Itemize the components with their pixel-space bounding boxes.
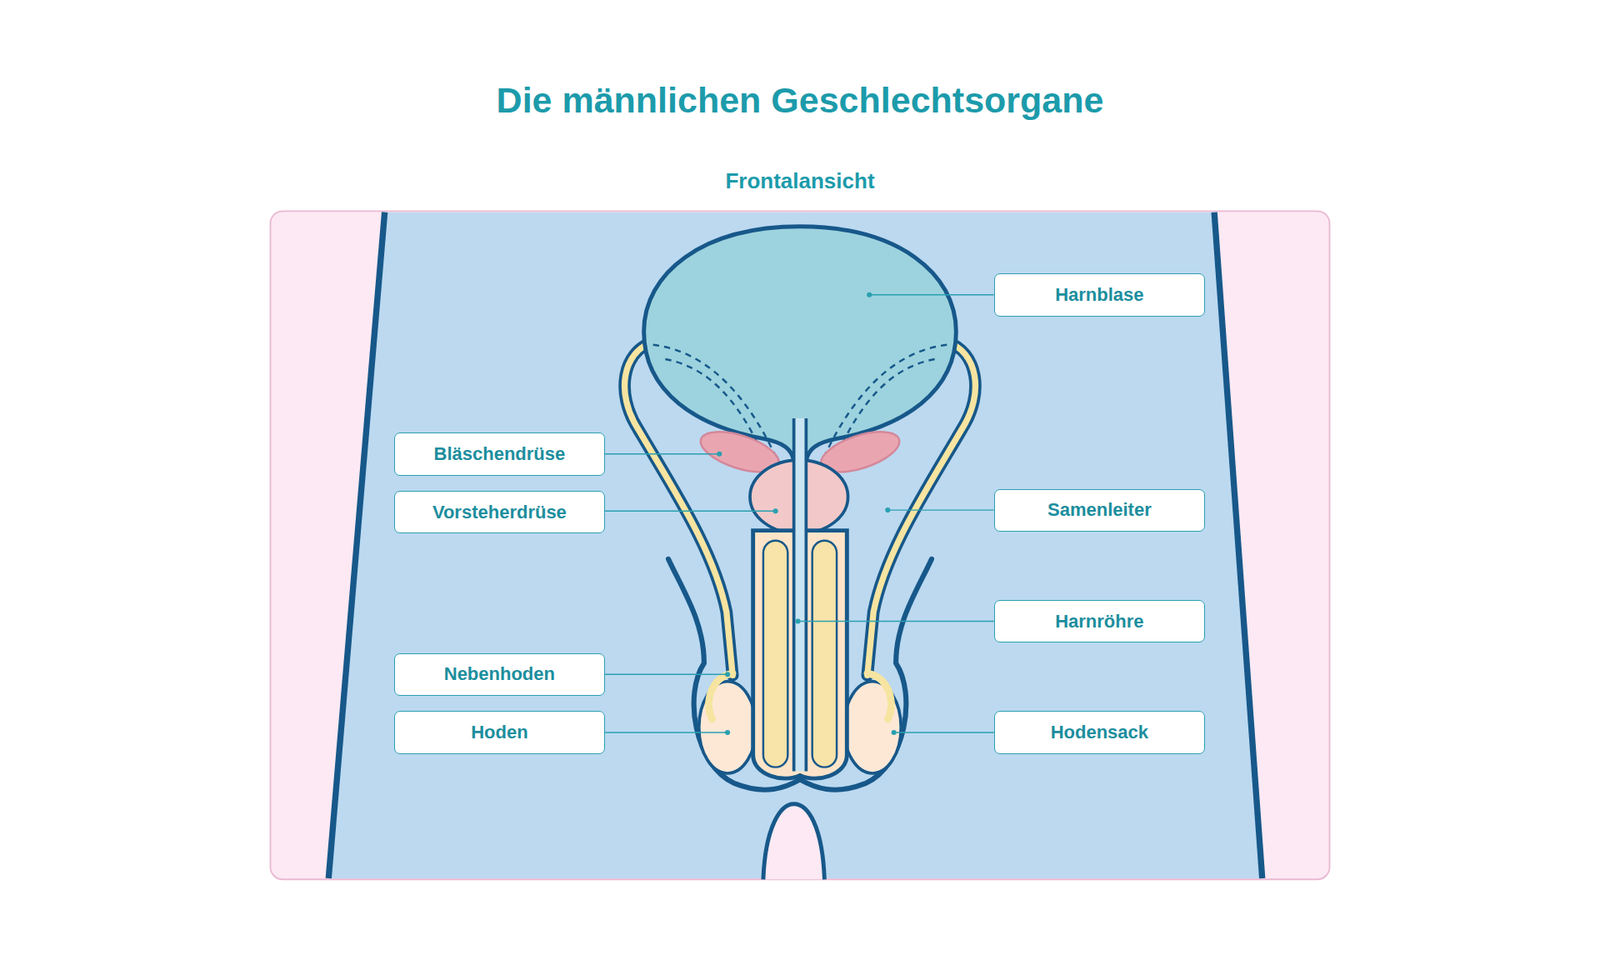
leader-dots [716,292,897,735]
label-box: Hodensack [994,710,1205,754]
leg-gap [763,804,825,880]
urethra [805,418,809,772]
corpus-cavernosum [763,540,788,768]
label-text: Hoden [470,721,528,744]
label-box: Harnblase [994,273,1205,316]
subtitle: Frontalansicht [0,168,1600,195]
label-text: Hodensack [1050,721,1149,744]
epididymis [709,673,734,720]
panel [270,210,1330,880]
label-box: Nebenhoden [394,653,605,696]
body-outline [1214,212,1263,879]
body-outline [328,212,385,879]
leader-lines [605,295,995,733]
label-box: Bläschendrüse [394,432,605,475]
urethra [792,418,796,772]
label-text: Bläschendrüse [434,443,566,465]
label-text: Samenleiter [1047,499,1152,521]
label-box: Harnröhre [994,600,1205,643]
urethra [794,418,807,772]
epididymis [867,673,892,720]
label-text: Harnblase [1055,284,1144,306]
label-text: Harnröhre [1055,610,1144,633]
label-box: Hoden [394,710,605,754]
label-box: Vorsteherdrüse [394,490,605,534]
title: Die männlichen Geschlechtsorgane [0,80,1600,121]
label-box: Samenleiter [994,489,1205,532]
label-text: Vorsteherdrüse [432,501,567,524]
corpus-cavernosum [812,540,837,768]
label-text: Nebenhoden [444,663,555,685]
body [328,212,1262,879]
